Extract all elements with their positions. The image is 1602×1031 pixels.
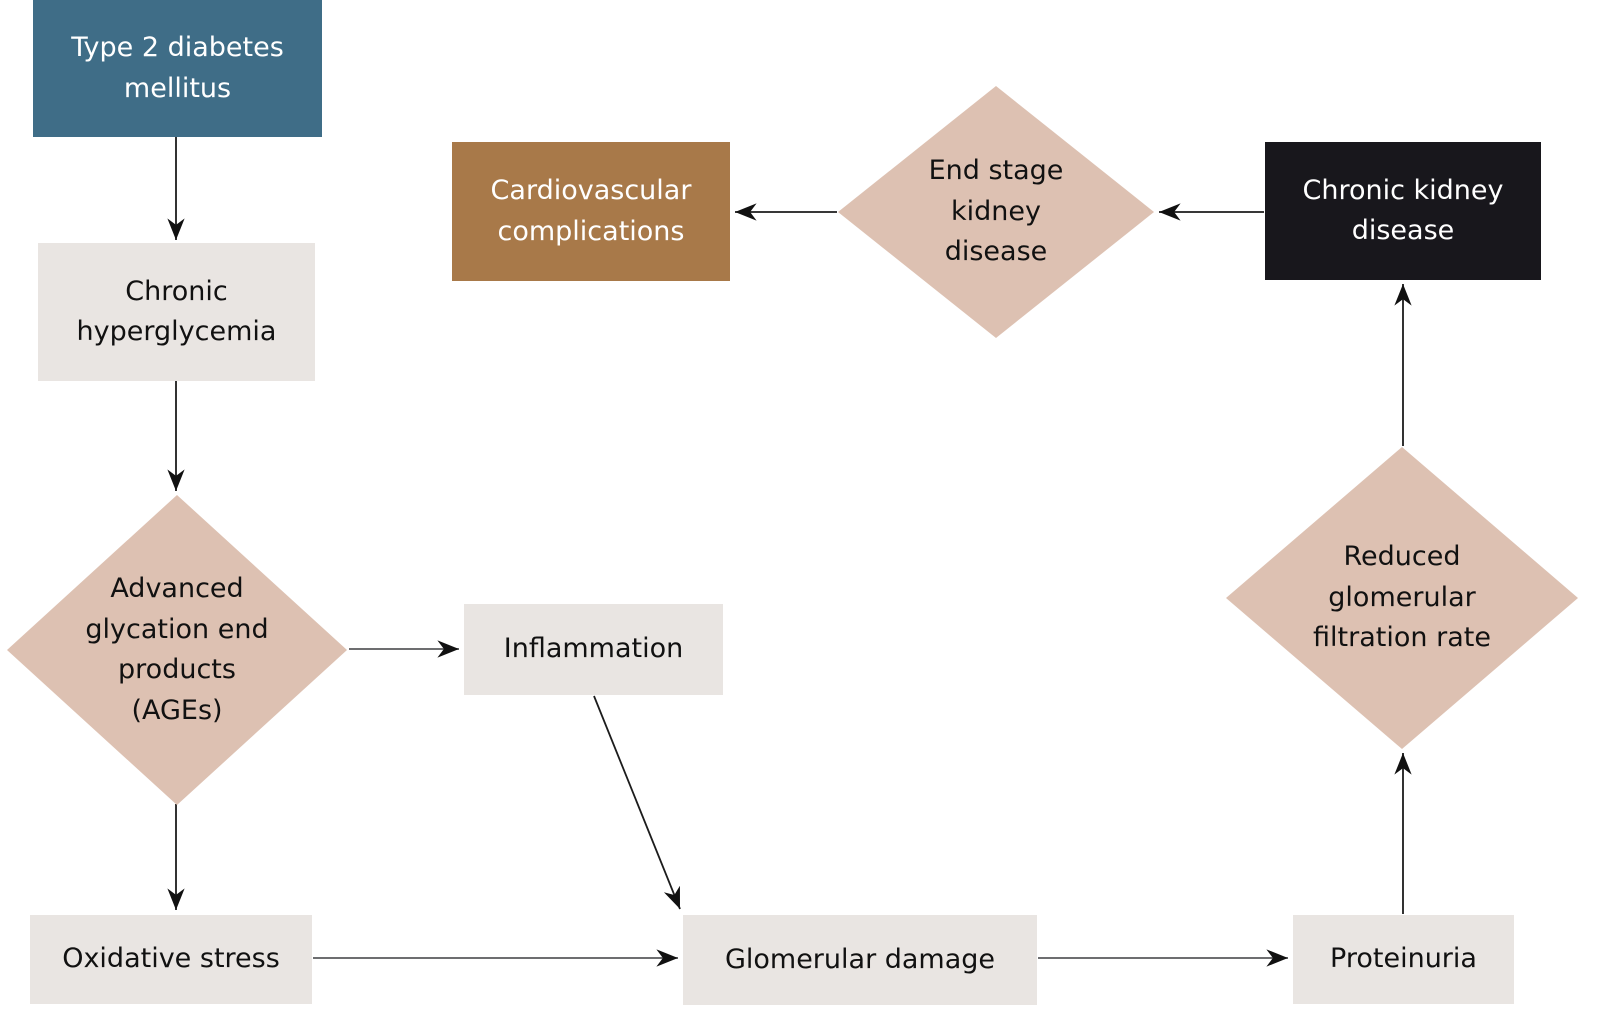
node-label: Glomerular damage bbox=[724, 943, 996, 975]
node-label: End stage kidney disease bbox=[928, 155, 1064, 268]
node-label: Proteinuria bbox=[1330, 943, 1477, 975]
node-chronic-hyperglycemia: Chronic hyperglycemia bbox=[38, 243, 315, 381]
node-label: Chronic hyperglycemia bbox=[76, 275, 277, 348]
node-label: Reduced glomerular filtration rate bbox=[1313, 541, 1491, 654]
node-label: Type 2 diabetes mellitus bbox=[71, 32, 284, 104]
node-oxidative-stress: Oxidative stress bbox=[30, 915, 312, 1004]
node-proteinuria: Proteinuria bbox=[1293, 915, 1514, 1004]
node-inflammation: Inflammation bbox=[464, 604, 723, 695]
node-cardiovascular-complications: Cardiovascular complications bbox=[452, 142, 730, 281]
node-label: Chronic kidney disease bbox=[1302, 174, 1504, 247]
node-label: Cardiovascular complications bbox=[490, 175, 692, 247]
node-label: Oxidative stress bbox=[62, 943, 280, 975]
node-label: Inflammation bbox=[503, 633, 684, 665]
node-type-2-diabetes-mellitus: Type 2 diabetes mellitus bbox=[33, 0, 322, 137]
edge-inflammation-to-glomerular bbox=[593, 695, 681, 910]
node-chronic-kidney-disease: Chronic kidney disease bbox=[1265, 142, 1541, 280]
node-label: Advanced glycation end products (AGEs) bbox=[85, 573, 269, 726]
node-glomerular-damage: Glomerular damage bbox=[683, 915, 1037, 1005]
